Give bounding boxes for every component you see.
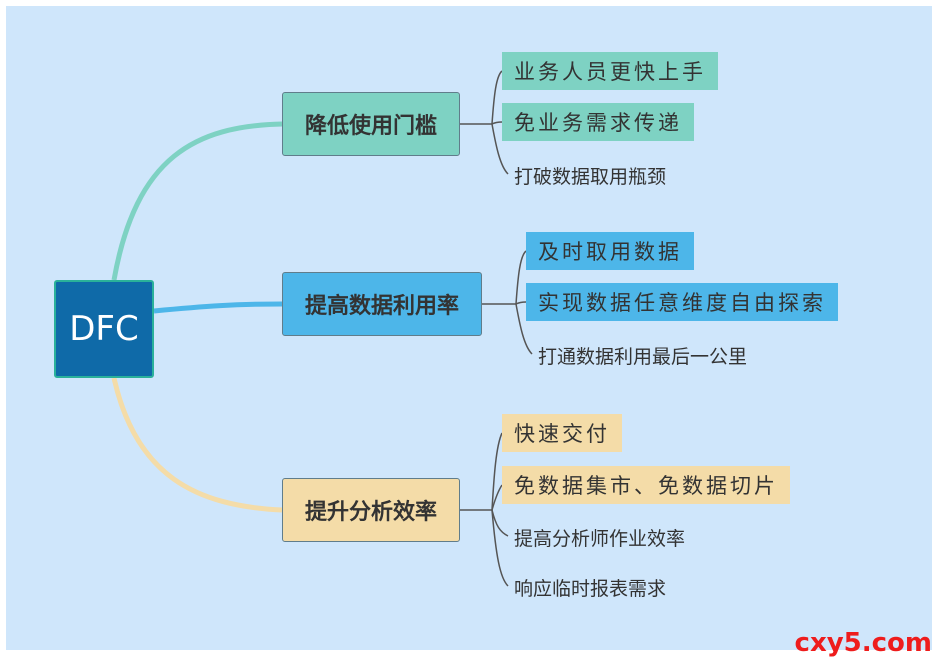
bracket-branch1 <box>460 70 509 175</box>
leaf-node[interactable]: 实现数据任意维度自由探索 <box>526 283 838 321</box>
bracket-branch2 <box>482 250 533 355</box>
leaf-node[interactable]: 打通数据利用最后一公里 <box>538 345 748 368</box>
leaf-node[interactable]: 打破数据取用瓶颈 <box>514 165 667 188</box>
leaf-node[interactable]: 响应临时报表需求 <box>514 577 667 600</box>
leaf-node[interactable]: 快速交付 <box>502 414 622 452</box>
link-root-branch1 <box>111 121 283 281</box>
connector-lines <box>111 70 533 587</box>
leaf-node[interactable]: 提高分析师作业效率 <box>514 527 686 550</box>
leaf-node[interactable]: 免数据集市、免数据切片 <box>502 466 790 504</box>
link-root-branch3 <box>111 377 283 513</box>
leaf-node[interactable]: 免业务需求传递 <box>502 103 694 141</box>
branch-node-analysis-efficiency[interactable]: 提升分析效率 <box>282 478 460 542</box>
branch-node-data-utilization[interactable]: 提高数据利用率 <box>282 272 482 336</box>
bracket-branch3 <box>460 432 509 587</box>
site-watermark: cxy5.com <box>794 628 932 658</box>
branch-node-lower-barrier[interactable]: 降低使用门槛 <box>282 92 460 156</box>
link-root-branch2 <box>153 301 283 314</box>
mind-map-canvas: DFC 降低使用门槛 提高数据利用率 提升分析效率 业务人员更快上手 免业务需求… <box>6 6 932 650</box>
leaf-node[interactable]: 及时取用数据 <box>526 232 694 270</box>
leaf-node[interactable]: 业务人员更快上手 <box>502 52 718 90</box>
root-node[interactable]: DFC <box>54 280 154 378</box>
